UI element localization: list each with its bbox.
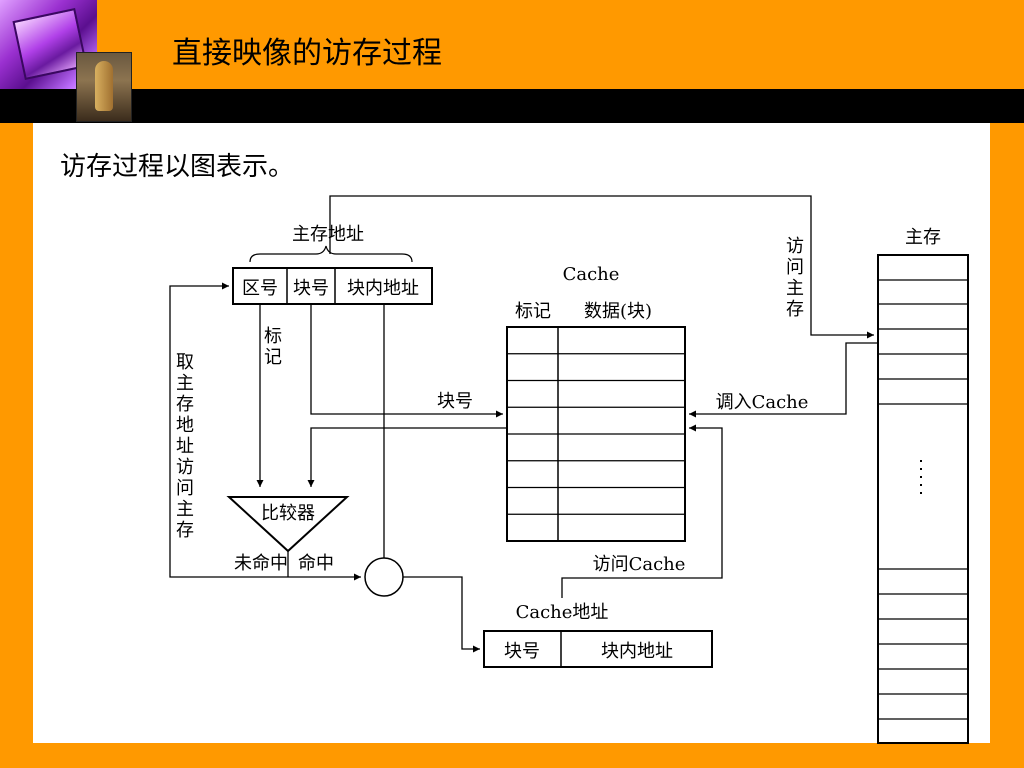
cache-address-label: Cache地址 <box>516 602 609 623</box>
figure-logo-icon <box>76 52 132 122</box>
svg-text:取主存地址访问主存: 取主存地址访问主存 <box>176 352 194 541</box>
slide-title: 直接映像的访存过程 <box>172 36 442 71</box>
main-address-brace <box>249 245 413 263</box>
main-memory: 主存 <box>877 227 969 744</box>
tag-vertical-label: 标记 <box>264 326 282 368</box>
field-offset: 块内地址 <box>347 278 419 299</box>
cache-field-block: 块号 <box>504 641 540 662</box>
comparator-label: 比较器 <box>261 503 315 524</box>
block-number-label: 块号 <box>437 391 473 412</box>
header-bar <box>0 89 1024 123</box>
connections <box>169 195 878 653</box>
load-cache-label: 调入Cache <box>716 392 809 413</box>
fetch-main-vertical-label: 取主存地址访问主存 <box>176 352 194 541</box>
main-address-register: 主存地址 区号 块号 块内地址 <box>232 224 433 305</box>
main-memory-label: 主存 <box>905 227 941 248</box>
miss-label: 未命中 <box>234 553 288 574</box>
gate-circle <box>364 557 404 597</box>
hit-label: 命中 <box>298 553 334 574</box>
cache-data-header: 数据(块) <box>584 301 652 322</box>
cache-table: Cache 标记 数据(块) <box>506 264 686 542</box>
field-block: 块号 <box>293 278 329 299</box>
access-main-vertical-label: 访问主存 <box>786 236 804 320</box>
cache-tag-header: 标记 <box>515 301 551 322</box>
slide-subtitle: 访存过程以图表示。 <box>60 152 295 182</box>
svg-text:标记: 标记 <box>264 326 282 368</box>
main-address-label: 主存地址 <box>292 224 364 245</box>
cache-label: Cache <box>563 264 620 285</box>
comparator: 比较器 <box>226 496 350 553</box>
cache-address-register: Cache地址 块号 块内地址 <box>483 602 713 668</box>
main-address-box <box>232 267 433 305</box>
cache-field-offset: 块内地址 <box>601 641 673 662</box>
access-cache-label: 访问Cache <box>593 554 686 575</box>
svg-text:访问主存: 访问主存 <box>786 236 804 320</box>
field-zone: 区号 <box>242 278 278 299</box>
